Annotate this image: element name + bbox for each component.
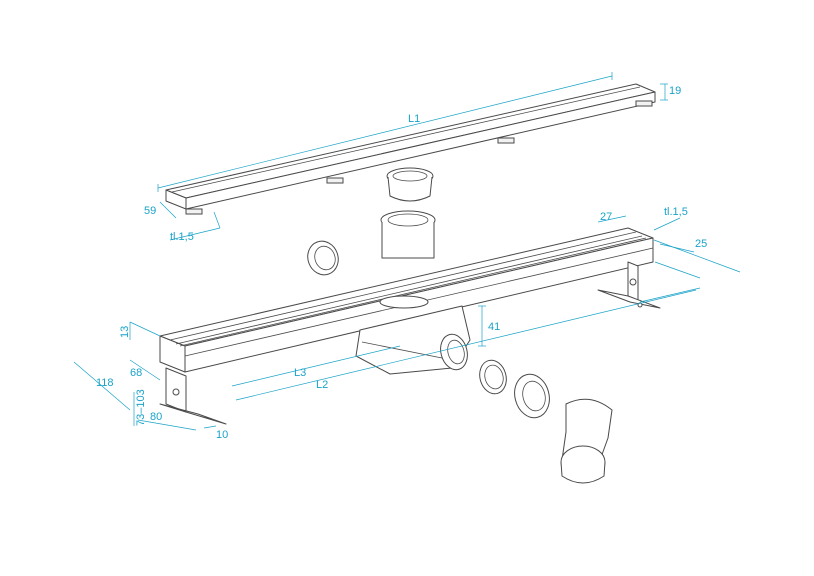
dim-10: 10 (203, 425, 228, 441)
label-thickness-right: tl.1,5 (664, 206, 688, 218)
drain-channel (159, 227, 654, 373)
dim-13: 13 (119, 321, 161, 340)
grate-clip (635, 100, 653, 107)
odour-trap-cap (386, 167, 434, 202)
dim-25: 25 (659, 238, 707, 253)
dim-118: 118 (73, 361, 131, 411)
label-80: 80 (150, 411, 162, 423)
dim-L1: L1 (157, 72, 613, 192)
label-10: 10 (216, 429, 228, 441)
grate-clip (185, 208, 203, 215)
sealing-ring (307, 240, 339, 276)
dim-59: 59 (144, 201, 177, 219)
dim-L3: L3 (231, 345, 401, 387)
mounting-leg-left (159, 367, 227, 425)
label-13: 13 (119, 326, 131, 338)
channel-outlet-hole (379, 295, 429, 309)
outlet-elbow (560, 398, 613, 484)
outlet-nut (514, 373, 550, 419)
dim-right-extents (639, 239, 741, 303)
dim-thickness-top: tl.1,5 (169, 211, 221, 243)
trap-housing (355, 305, 471, 375)
dim-73-103: 73–103 (133, 389, 147, 426)
dim-41: 41 (478, 305, 500, 347)
label-41: 41 (488, 321, 500, 333)
label-L2: L2 (316, 379, 328, 391)
label-19: 19 (669, 85, 681, 97)
label-thickness-top: tl.1,5 (170, 231, 194, 243)
label-73-103: 73–103 (135, 389, 147, 426)
odour-trap-sleeve (380, 210, 436, 259)
label-59: 59 (144, 205, 156, 217)
dim-68: 68 (129, 359, 161, 381)
label-L3: L3 (294, 367, 306, 379)
label-25: 25 (695, 238, 707, 250)
label-118: 118 (96, 377, 114, 389)
grate-clip (497, 137, 515, 144)
grate-cover (165, 83, 656, 215)
dim-80: 80 (137, 411, 197, 431)
mounting-leg-right (597, 261, 661, 309)
label-27: 27 (600, 211, 612, 223)
dim-27: 27 (597, 211, 627, 223)
label-L1: L1 (408, 113, 420, 125)
dim-thickness-right: tl.1,5 (653, 206, 688, 231)
grate-clip (326, 177, 344, 184)
label-68: 68 (130, 367, 142, 379)
dim-19: 19 (660, 83, 681, 101)
outlet-ring (479, 359, 507, 395)
dim-L2: L2 (235, 289, 697, 401)
